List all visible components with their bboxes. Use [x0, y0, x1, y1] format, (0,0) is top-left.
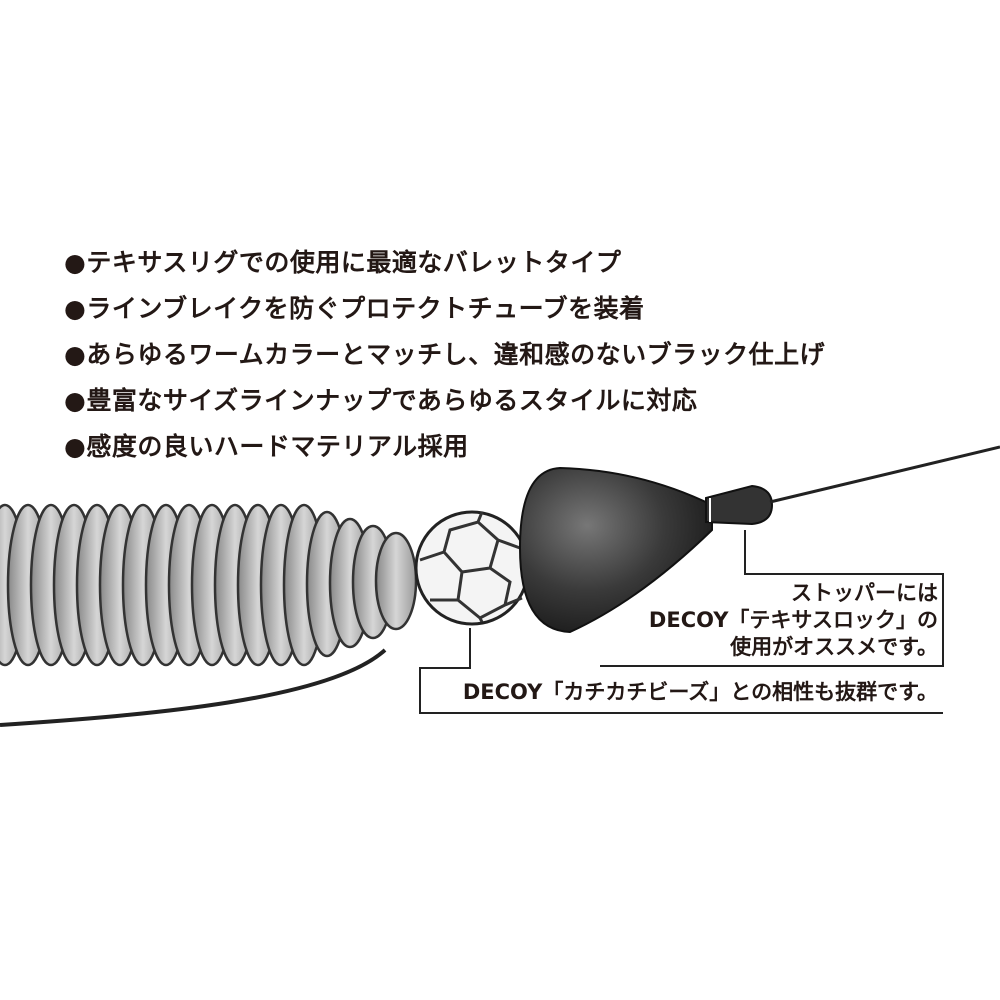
worm-segment — [374, 531, 418, 631]
callout-line: ストッパーには — [791, 581, 938, 605]
bullet-sinker — [518, 466, 713, 634]
callout-line: 使用がオススメです。 — [730, 635, 938, 659]
worm — [0, 503, 418, 667]
stopper-callout-line — [600, 530, 944, 667]
feature-list: ●テキサスリグでの使用に最適なバレットタイプ ●ラインブレイクを防ぐプロテクトチ… — [64, 243, 825, 473]
feature-item: ●豊富なサイズラインナップであらゆるスタイルに対応 — [64, 386, 698, 415]
bead-callout: DECOY「カチカチビーズ」との相性も抜群です。 — [462, 680, 938, 704]
stopper-callout: ストッパーには DECOY「テキサスロック」の 使用がオススメです。 — [649, 580, 938, 661]
bead-callout-line — [419, 628, 943, 714]
feature-item: ●ラインブレイクを防ぐプロテクトチューブを装着 — [64, 294, 645, 323]
callout-line: DECOY「テキサスロック」の — [648, 608, 938, 632]
fishing-line — [769, 445, 1000, 504]
feature-item: ●感度の良いハードマテリアル採用 — [64, 432, 469, 461]
bead — [414, 510, 530, 626]
fishing-line-lower — [0, 648, 387, 727]
feature-item: ●テキサスリグでの使用に最適なバレットタイプ — [64, 248, 622, 277]
feature-item: ●あらゆるワームカラーとマッチし、違和感のないブラック仕上げ — [64, 340, 826, 369]
stopper — [705, 484, 774, 526]
